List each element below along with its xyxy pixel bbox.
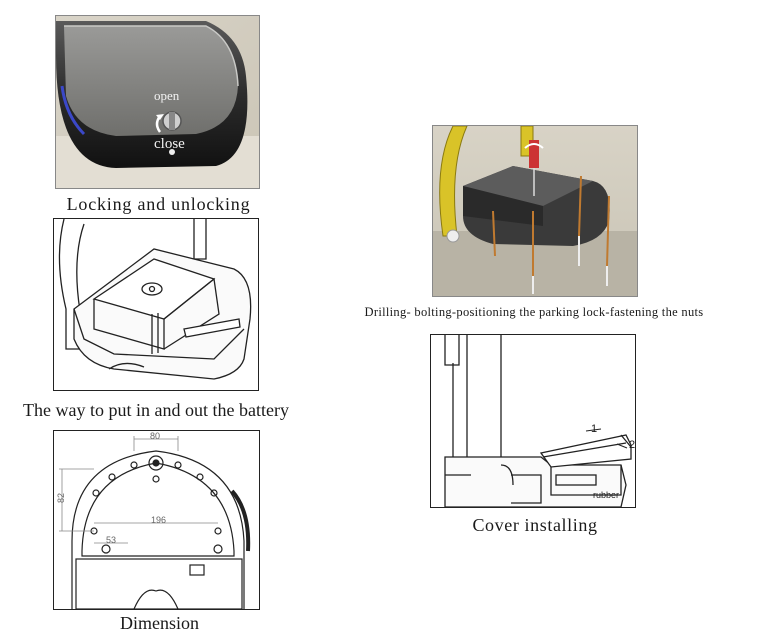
dimension-caption: Dimension [120, 613, 199, 633]
cover-drawing [444, 335, 632, 507]
drilling-render-image [433, 126, 637, 296]
cover-label-rubber: rubber [593, 490, 620, 500]
dim-left-height: 82 [56, 492, 67, 504]
open-label: open [154, 88, 180, 103]
drilling-caption: Drilling- bolting-positioning the parkin… [364, 305, 704, 319]
battery-caption: The way to put in and out the battery [23, 400, 289, 420]
locking-caption: Locking and unlocking [66, 194, 251, 214]
lock-render-image [56, 16, 259, 188]
dimension-figure: 80 82 196 53 [53, 430, 260, 610]
dim-top-width: 80 [150, 431, 161, 441]
drilling-figure [432, 125, 638, 297]
battery-drawing [58, 219, 252, 380]
cover-label-2: 2 [629, 439, 636, 451]
cover-label-1: 1 [591, 423, 598, 435]
dim-middle-width: 196 [151, 515, 167, 525]
cover-figure: 1 2 rubber [430, 334, 636, 508]
cover-caption: Cover installing [472, 515, 598, 535]
locking-figure: open close [55, 15, 260, 189]
close-label: close [154, 136, 185, 152]
dim-bottom-offset: 53 [106, 535, 117, 545]
battery-figure [53, 218, 259, 391]
dimension-drawing [59, 436, 251, 609]
